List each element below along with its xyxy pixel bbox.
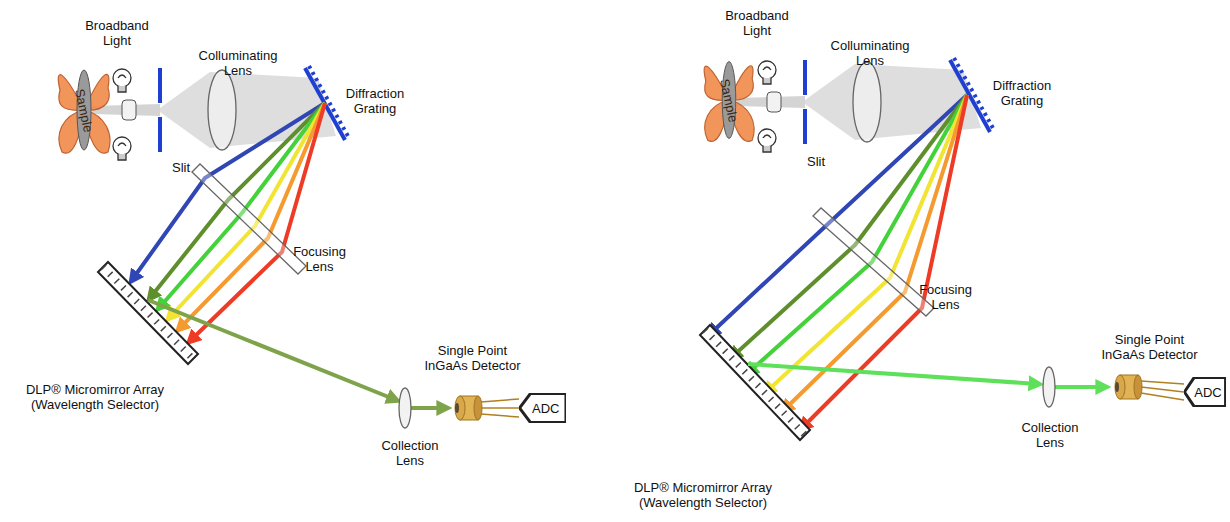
detector-label: Single Point InGaAs Detector [415,343,530,373]
slit-label: Slit [166,160,196,175]
lens-label: Colluminating Lens [820,38,920,68]
light-label: Broadband Light [712,8,802,38]
lens-label: Focusing Lens [282,244,357,274]
lens-label: Focusing Lens [908,282,983,312]
grating-label: Diffraction Grating [335,86,415,116]
mirror-array-label: DLP® Micromirror Array (Wavelength Selec… [0,382,190,412]
adc-label: ADC [526,401,559,416]
lens-label: Collection Lens [1010,420,1090,450]
mirror-array-label: DLP® Micromirror Array (Wavelength Selec… [608,480,798,510]
sample-holder: Sample [54,60,114,160]
detector-label: Single Point InGaAs Detector [1092,332,1207,362]
adc-block: ADC [1184,377,1226,407]
adc-label: ADC [1188,385,1221,400]
lens-label: Collection Lens [370,438,450,468]
slit-label: Slit [801,154,831,169]
adc-block: ADC [519,393,566,423]
lens-label: Colluminating Lens [188,48,288,78]
grating-label: Diffraction Grating [982,78,1062,108]
light-label: Broadband Light [72,18,162,48]
sample-holder: Sample [700,52,758,148]
